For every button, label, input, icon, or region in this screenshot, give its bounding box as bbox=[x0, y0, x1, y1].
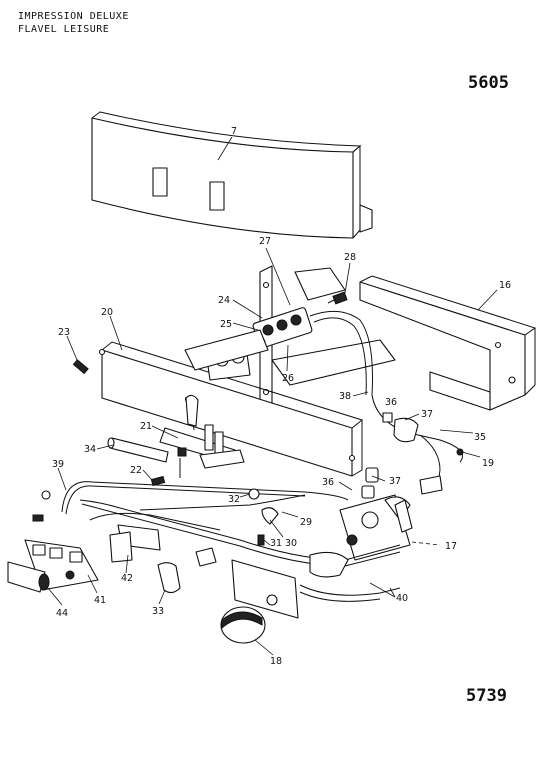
label-39: 39 bbox=[52, 459, 64, 470]
label-23: 23 bbox=[58, 327, 70, 338]
label-34: 34 bbox=[84, 444, 96, 455]
label-44: 44 bbox=[56, 608, 68, 619]
label-18: 18 bbox=[270, 656, 282, 667]
screw-22 bbox=[150, 475, 166, 487]
bracket-42 bbox=[109, 524, 161, 563]
model-name: IMPRESSION DELUXE bbox=[18, 11, 129, 22]
label-24: 24 bbox=[218, 295, 230, 306]
label-35: 35 bbox=[474, 432, 486, 443]
label-17: 17 bbox=[445, 541, 457, 552]
label-37b: 37 bbox=[389, 476, 401, 487]
label-26: 26 bbox=[282, 373, 294, 384]
pipework bbox=[61, 481, 401, 602]
diagram-code-bottom: 5739 bbox=[466, 686, 507, 706]
control-knob bbox=[220, 606, 266, 644]
screw-23 bbox=[72, 359, 89, 375]
rear-bracket bbox=[359, 275, 537, 411]
label-38: 38 bbox=[339, 391, 351, 402]
screw-28 bbox=[327, 291, 348, 305]
left-components bbox=[7, 490, 99, 593]
label-41: 41 bbox=[94, 595, 106, 606]
label-33: 33 bbox=[152, 606, 164, 617]
label-22: 22 bbox=[130, 465, 142, 476]
label-30: 30 bbox=[285, 538, 297, 549]
label-25: 25 bbox=[220, 319, 232, 330]
label-37: 37 bbox=[421, 409, 433, 420]
gas-valve-body bbox=[339, 494, 413, 561]
burner-bar bbox=[98, 329, 364, 477]
bracket-40 bbox=[231, 551, 349, 619]
label-36: 36 bbox=[385, 397, 397, 408]
front-panel bbox=[91, 111, 373, 239]
elbow-33 bbox=[157, 547, 217, 594]
label-27: 27 bbox=[259, 236, 271, 247]
label-31: 31 bbox=[270, 538, 282, 549]
pilot-assembly bbox=[159, 394, 245, 478]
label-36b: 36 bbox=[322, 477, 334, 488]
tube-34 bbox=[107, 437, 169, 463]
manufacturer-name: FLAVEL LEISURE bbox=[18, 24, 110, 35]
clips bbox=[248, 488, 279, 546]
label-20: 20 bbox=[101, 307, 113, 318]
diagram-code-top: 5605 bbox=[468, 73, 509, 93]
label-29: 29 bbox=[300, 517, 312, 528]
label-42: 42 bbox=[121, 573, 133, 584]
label-40: 40 bbox=[396, 593, 408, 604]
label-19: 19 bbox=[482, 458, 494, 469]
right-fittings bbox=[361, 394, 464, 499]
label-28: 28 bbox=[344, 252, 356, 263]
label-16: 16 bbox=[499, 280, 511, 291]
part-labels: 7 27 28 16 24 25 26 20 23 38 36 37 35 21… bbox=[52, 126, 511, 667]
label-7: 7 bbox=[231, 126, 237, 137]
leader-lines bbox=[47, 136, 498, 656]
label-21: 21 bbox=[140, 421, 152, 432]
label-32: 32 bbox=[228, 494, 240, 505]
